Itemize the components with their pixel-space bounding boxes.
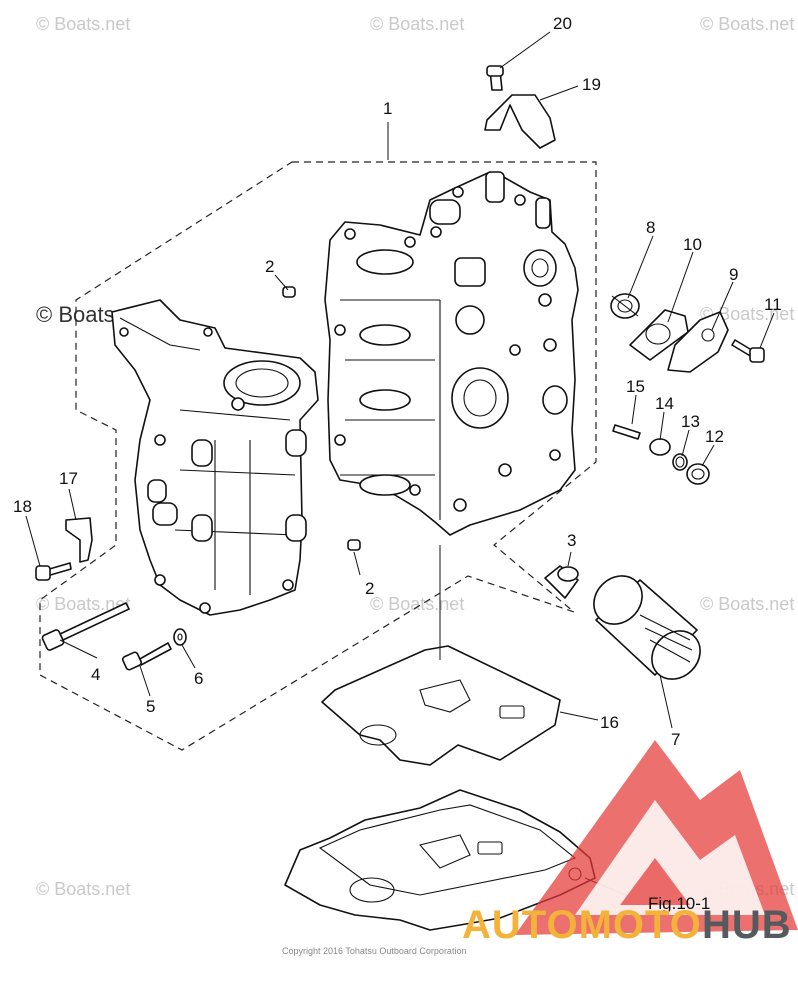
collar (649, 438, 671, 456)
crankcase-left-half (111, 299, 319, 616)
copyright-text: Copyright 2016 Tohatsu Outboard Corporat… (282, 946, 466, 956)
base-gasket (321, 645, 561, 766)
callout-15: 15 (626, 377, 645, 396)
watermark: © Boats.net (36, 14, 130, 34)
callout-16: 16 (600, 713, 619, 732)
callout-4: 4 (91, 665, 100, 684)
watermark: © Boats.net (36, 879, 130, 899)
bush (544, 565, 579, 599)
cover-bolt (731, 339, 765, 363)
callout-11: 11 (764, 295, 782, 314)
callout-14: 14 (655, 394, 674, 413)
cylinder-block (324, 171, 579, 536)
callout-13: 13 (681, 412, 700, 431)
callout-20: 20 (553, 14, 572, 33)
callout-18: 18 (13, 497, 32, 516)
figure-reference: Fig.10-1 (648, 894, 710, 913)
callouts: 1 2 2 3 4 5 6 7 8 9 10 11 12 13 14 15 16… (13, 14, 782, 913)
callout-12: 12 (705, 427, 724, 446)
callout-1: 1 (383, 99, 392, 118)
relief-pin (612, 424, 641, 440)
callout-9: 9 (729, 265, 738, 284)
watermark: © Boats.net (700, 14, 794, 34)
callout-5: 5 (146, 697, 155, 716)
clamp (484, 94, 556, 149)
callout-7: 7 (671, 730, 680, 749)
plug (686, 463, 710, 485)
brand-automoto: AUTOMOTO (462, 903, 702, 947)
brand-hub: HUB (702, 903, 792, 947)
callout-3: 3 (567, 531, 576, 550)
watermark: © Boats.net (700, 594, 794, 614)
callout-8: 8 (646, 218, 655, 237)
bolt (121, 642, 172, 671)
dowel-pin (282, 286, 296, 298)
assembly-outline (39, 161, 597, 751)
bracket-bolt (35, 562, 72, 581)
callout-17: 17 (59, 469, 78, 488)
o-ring (672, 453, 688, 471)
automotohub-logo (515, 740, 798, 935)
callout-10: 10 (683, 235, 702, 254)
callout-2b: 2 (365, 579, 374, 598)
long-bolt (41, 602, 130, 651)
thermostat (610, 293, 640, 319)
washer (173, 628, 187, 646)
dowel-pin (347, 539, 361, 551)
callout-2: 2 (265, 257, 274, 276)
watermark: © Boats.net (370, 14, 464, 34)
bracket (65, 517, 93, 563)
clamp-bolt (486, 65, 504, 91)
callout-19: 19 (582, 75, 601, 94)
watermark: © Boats.net (370, 594, 464, 614)
thermostat-gasket (629, 309, 689, 361)
watermark: © Boats.net (36, 594, 130, 614)
oil-filter (593, 575, 701, 680)
callout-6: 6 (194, 669, 203, 688)
